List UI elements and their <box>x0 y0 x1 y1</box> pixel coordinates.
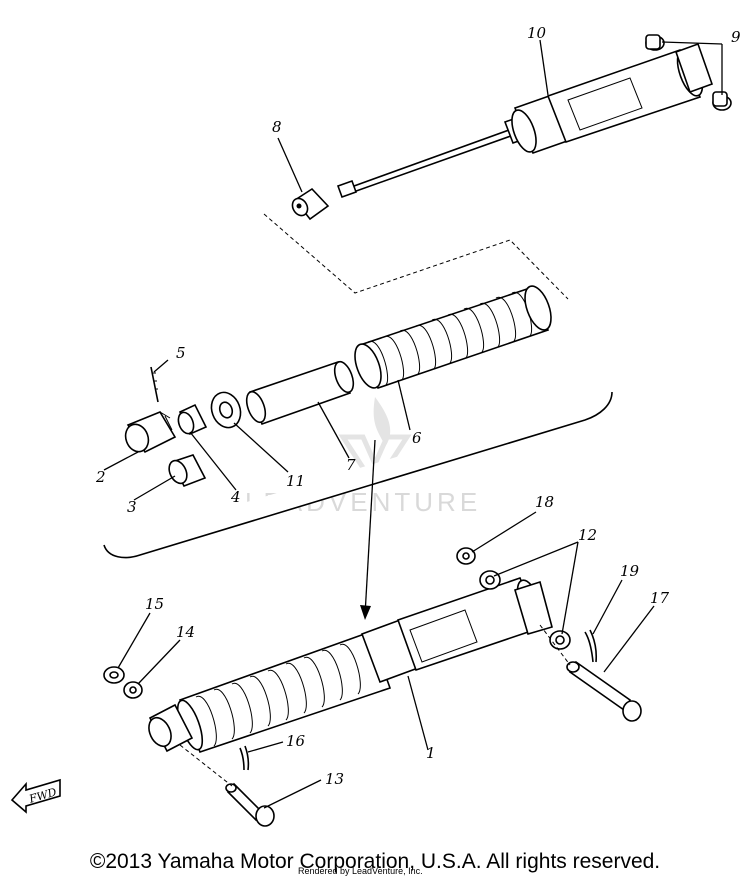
callout-10: 10 <box>527 24 547 42</box>
callout-6: 6 <box>412 429 422 447</box>
coil-spring <box>354 285 552 389</box>
rubber-bumper <box>291 187 330 221</box>
bush <box>168 454 207 488</box>
callout-1: 1 <box>426 744 436 762</box>
shock-absorber-assembled <box>148 576 553 754</box>
cover-tube <box>245 360 355 426</box>
collar <box>177 403 208 436</box>
bolt-13-dash <box>179 744 233 787</box>
front-direction-arrow: FWD <box>10 778 61 814</box>
bush-pair-upper <box>645 34 732 111</box>
spring-adjuster <box>124 411 177 454</box>
bolt-17 <box>566 660 642 722</box>
callout-17: 17 <box>650 589 670 607</box>
callout-2: 2 <box>95 468 106 486</box>
assembly-arrow <box>360 439 376 620</box>
bolt-13 <box>225 782 275 827</box>
callout-19: 19 <box>620 562 640 580</box>
assembly-bracket <box>103 391 613 559</box>
leader-lines <box>103 39 723 809</box>
callout-4: 4 <box>230 488 241 506</box>
washer-18 <box>456 547 476 565</box>
copyright-notice: ©2013 Yamaha Motor Corporation, U.S.A. A… <box>89 850 661 873</box>
cotter-pin-19 <box>584 629 598 663</box>
cotter-pin-16 <box>239 745 250 771</box>
callout-9: 9 <box>731 28 741 46</box>
callout-16: 16 <box>286 732 306 750</box>
callout-15: 15 <box>145 595 164 613</box>
callout-11: 11 <box>286 472 305 490</box>
callout-8: 8 <box>272 118 282 136</box>
callout-13: 13 <box>325 770 344 788</box>
washer <box>210 391 242 429</box>
washer-14 <box>123 681 143 699</box>
pin <box>150 366 159 403</box>
bolt-17-dash <box>539 624 571 666</box>
callout-3: 3 <box>127 498 137 516</box>
callout-12: 12 <box>578 526 597 544</box>
nut-15 <box>103 666 125 684</box>
shock-absorber-upper <box>336 42 714 199</box>
rendered-by-note: Rendered by LeadVenture, Inc. <box>298 866 423 876</box>
callout-5: 5 <box>176 344 186 362</box>
callout-7: 7 <box>346 456 356 474</box>
callout-14: 14 <box>176 623 195 641</box>
assembly-dash-line <box>263 213 569 300</box>
callout-18: 18 <box>535 493 554 511</box>
